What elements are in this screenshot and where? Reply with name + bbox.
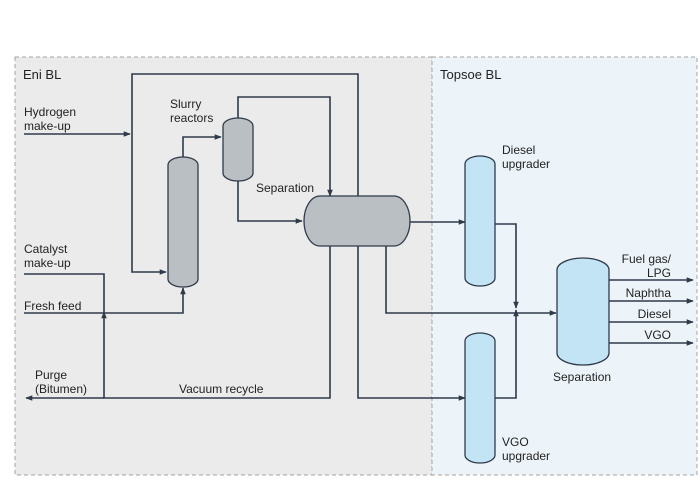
hydrogen-loop-line — [131, 73, 359, 275]
diesel-upgrader-vessel — [464, 155, 496, 287]
vgo-upgrader-vessel — [464, 332, 496, 464]
fresh-feed-label: Fresh feed — [24, 299, 81, 313]
vgo-upgrader-outlet-line — [494, 309, 519, 399]
separation-topsoe-label: Separation — [553, 370, 611, 384]
separation-vessel-eni — [303, 195, 411, 247]
separation-eni-label: Separation — [256, 181, 314, 195]
diesel-label: Diesel — [638, 307, 671, 321]
catalyst-makeup-line — [24, 273, 105, 312]
eni-zone — [14, 56, 433, 476]
to-separation-bypass-line — [385, 246, 557, 316]
reactor-top-line — [237, 96, 333, 197]
fresh-feed-line — [24, 287, 186, 314]
to-vgo-upgrader-line — [357, 246, 466, 401]
separation-vessel-topsoe — [556, 257, 610, 366]
naphtha-label: Naphtha — [626, 286, 672, 300]
vacuum-recycle-line — [101, 246, 331, 399]
flow-lines — [24, 73, 694, 401]
slurry-reactor-small — [222, 117, 254, 182]
reactor-transfer-line — [182, 134, 222, 158]
diesel-upgrader-outlet-line — [494, 223, 519, 309]
fuel-gas-lpg-label: Fuel gas/LPG — [622, 252, 672, 280]
purge-label: Purge(Bitumen) — [35, 368, 87, 396]
vacuum-recycle-label: Vacuum recycle — [179, 382, 264, 396]
slurry-reactor-large — [167, 156, 199, 288]
topsoe-zone-label: Topsoe BL — [440, 67, 501, 82]
eni-zone-label: Eni BL — [23, 67, 61, 82]
reactor-to-separation-line — [237, 181, 303, 224]
vgo-label: VGO — [644, 328, 671, 342]
